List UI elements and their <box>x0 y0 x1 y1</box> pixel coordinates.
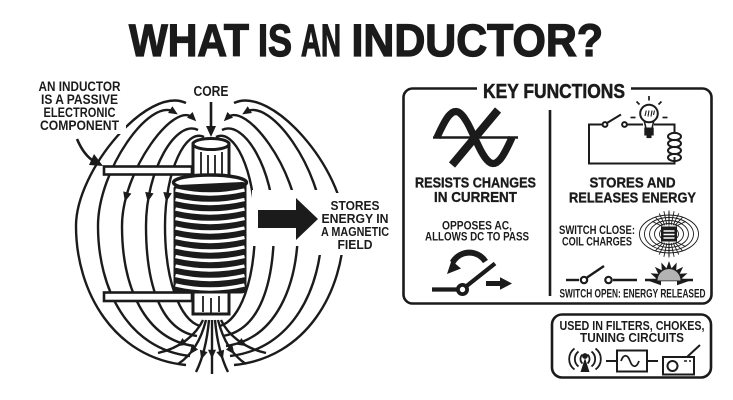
svg-text:RESISTS CHANGES: RESISTS CHANGES <box>415 175 536 192</box>
svg-text:KEY FUNCTIONS: KEY FUNCTIONS <box>483 81 625 103</box>
svg-text:USED IN FILTERS, CHOKES,: USED IN FILTERS, CHOKES, <box>560 319 705 333</box>
svg-text:STORES AND: STORES AND <box>590 175 676 192</box>
svg-text:RELEASES ENERGY: RELEASES ENERGY <box>569 190 696 207</box>
svg-text:A MAGNETIC: A MAGNETIC <box>321 224 389 239</box>
svg-text:ALLOWS DC TO PASS: ALLOWS DC TO PASS <box>425 230 529 244</box>
svg-text:IS A PASSIVE: IS A PASSIVE <box>41 92 118 107</box>
svg-text:SWITCH CLOSE:: SWITCH CLOSE: <box>559 223 635 237</box>
svg-text:COIL CHARGES: COIL CHARGES <box>562 235 632 249</box>
svg-text:IS: IS <box>258 15 292 66</box>
svg-text:COMPONENT: COMPONENT <box>40 118 120 133</box>
svg-text:ELECTRONIC: ELECTRONIC <box>44 105 116 120</box>
svg-text:WHAT: WHAT <box>129 15 249 66</box>
svg-text:IN CURRENT: IN CURRENT <box>434 189 517 206</box>
svg-text:AN INDUCTOR: AN INDUCTOR <box>39 79 121 94</box>
svg-text:FIELD: FIELD <box>338 237 373 252</box>
svg-text:SWITCH OPEN: ENERGY RELEASED: SWITCH OPEN: ENERGY RELEASED <box>560 289 706 301</box>
svg-text:CORE: CORE <box>194 84 229 100</box>
svg-text:ENERGY IN: ENERGY IN <box>322 211 389 226</box>
svg-text:INDUCTOR?: INDUCTOR? <box>352 15 604 66</box>
svg-text:STORES: STORES <box>331 198 380 213</box>
svg-text:AN: AN <box>301 15 341 66</box>
svg-text:OPPOSES AC,: OPPOSES AC, <box>442 219 512 233</box>
svg-text:TUNING CIRCUITS: TUNING CIRCUITS <box>580 331 684 345</box>
